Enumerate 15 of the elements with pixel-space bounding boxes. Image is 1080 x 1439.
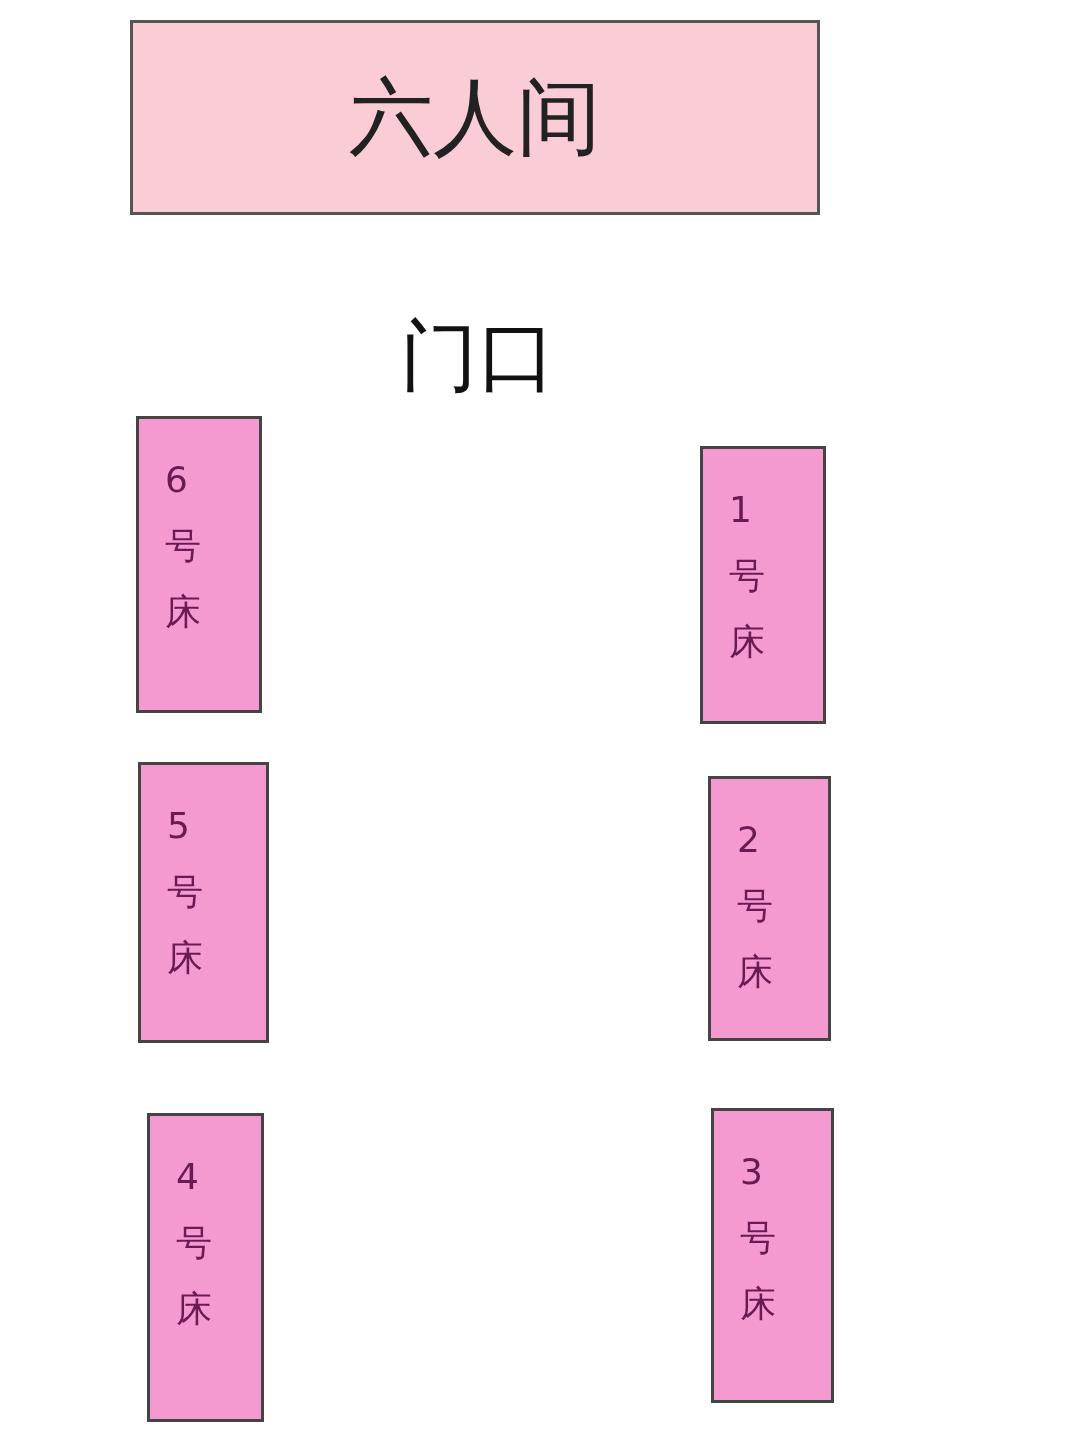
bed-label: 4号床 xyxy=(176,1155,213,1331)
bed-box xyxy=(147,1113,264,1422)
bed-box xyxy=(136,416,262,713)
bed-label: 2号床 xyxy=(737,818,774,994)
room-title: 六人间 xyxy=(349,66,601,168)
bed-box xyxy=(700,446,826,724)
title-box xyxy=(130,20,820,215)
bed-box xyxy=(138,762,269,1043)
bed-box xyxy=(711,1108,834,1403)
door-label: 门口 xyxy=(400,310,556,403)
bed-label: 5号床 xyxy=(167,804,204,980)
bed-label: 3号床 xyxy=(740,1150,777,1326)
bed-label: 6号床 xyxy=(165,458,202,634)
bed-label: 1号床 xyxy=(729,488,766,664)
bed-box xyxy=(708,776,831,1041)
